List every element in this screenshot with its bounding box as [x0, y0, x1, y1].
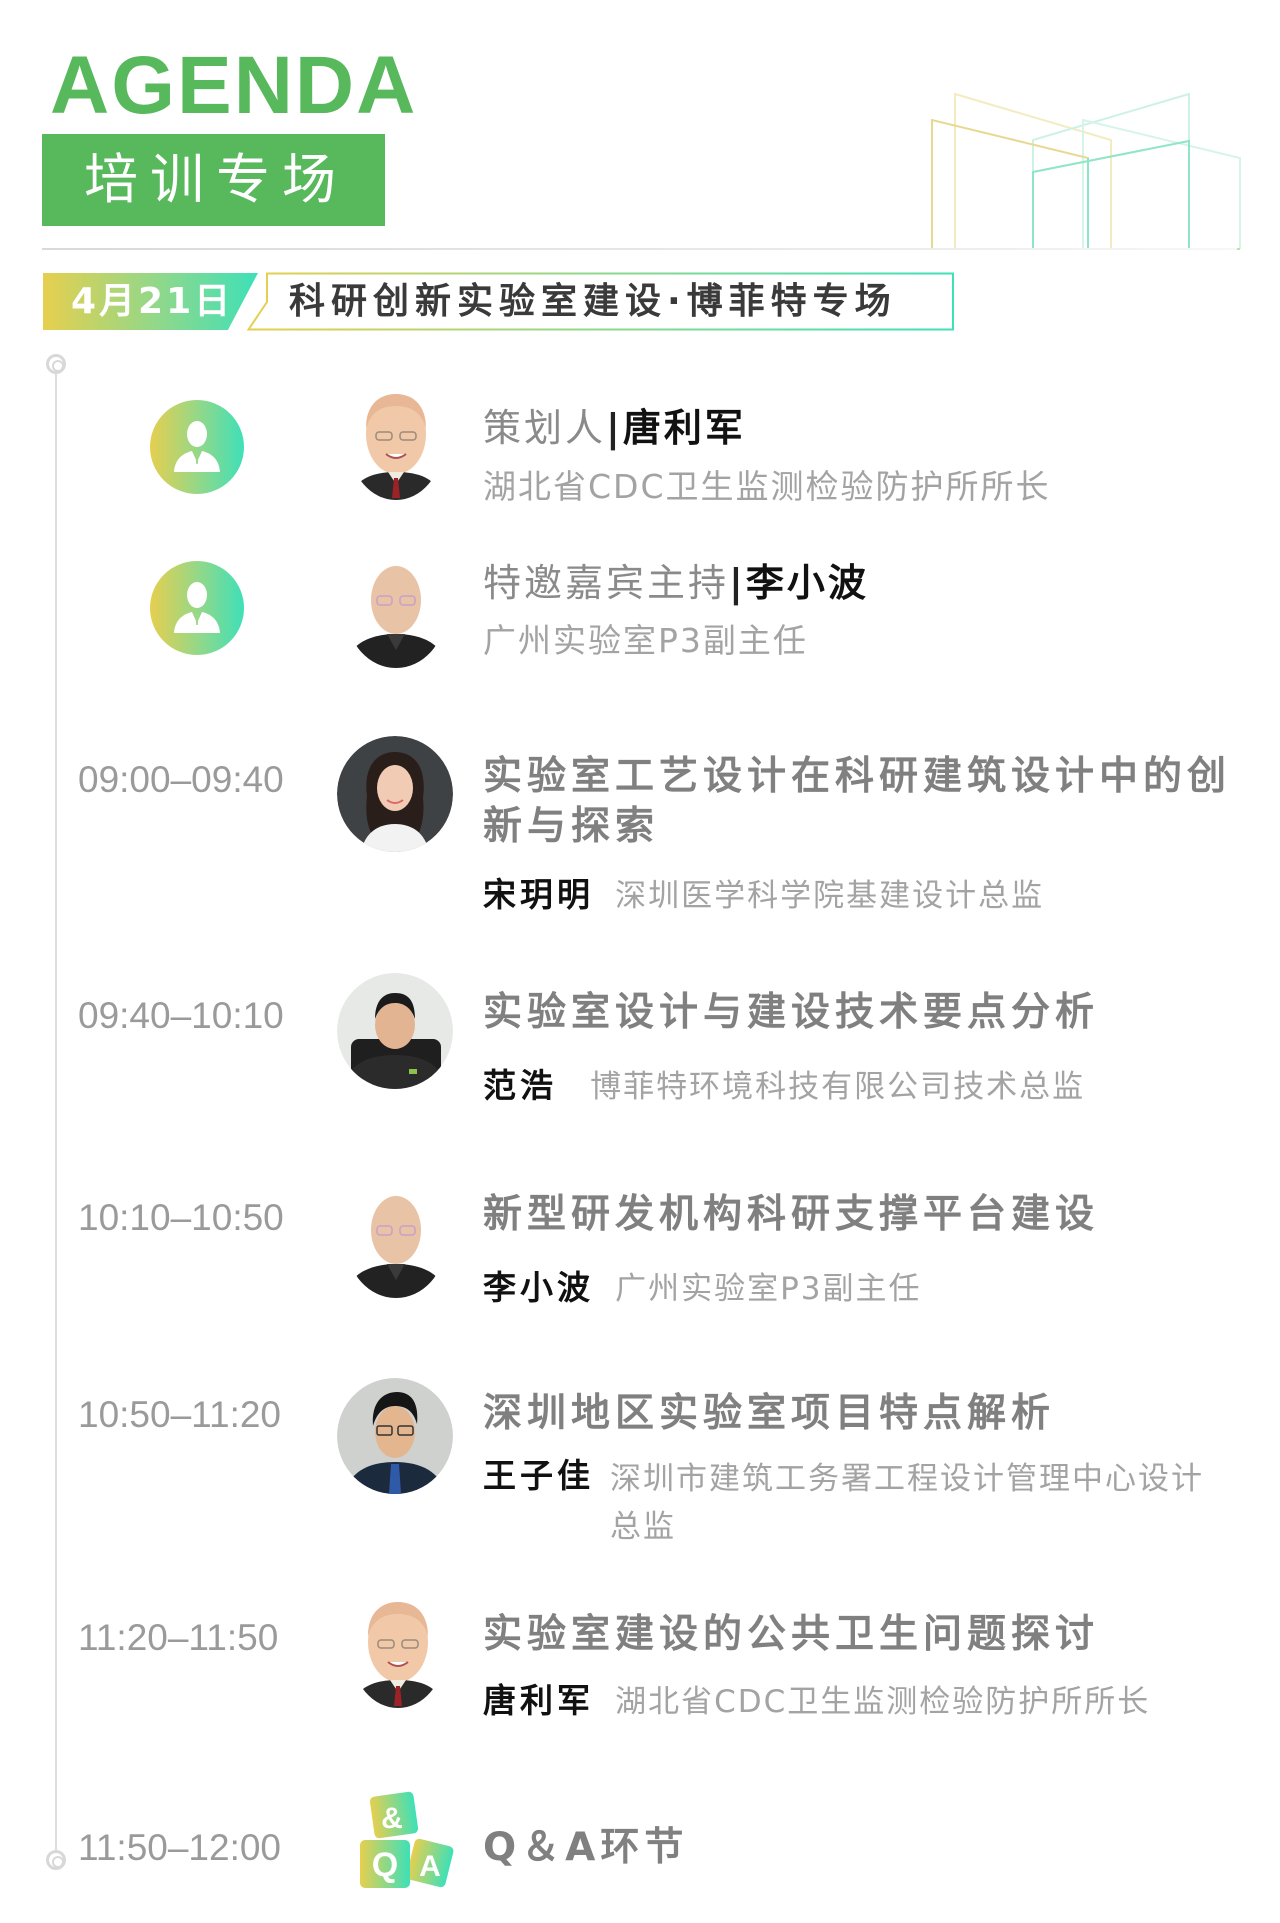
avatar-wang-zijia [337, 1378, 453, 1494]
timeline-line [55, 374, 57, 1850]
avatar-tang-lijun [352, 1602, 444, 1708]
session-time: 11:50–12:00 [78, 1827, 282, 1868]
timeline-end-marker-icon [46, 1850, 66, 1870]
building-outline-icon [931, 92, 1241, 250]
session-time: 11:20–11:50 [78, 1617, 279, 1658]
host-position: 湖北省CDC卫生监测检验防护所所长 [483, 467, 1051, 506]
svg-text:Q: Q [372, 1846, 398, 1884]
host-role-line: 策划人|唐利军 [483, 405, 746, 451]
avatar-li-xiaobo [347, 566, 445, 668]
session-topic: 实验室设计与建设技术要点分析 [483, 990, 1100, 1035]
speaker-line: 宋玥明 深圳医学科学院基建设计总监 [483, 872, 1263, 920]
avatar-tang-lijun [350, 394, 442, 500]
speaker-org: 湖北省CDC卫生监测检验防护所所长 [615, 1684, 1151, 1720]
session-topic: 实验室建设的公共卫生问题探讨 [483, 1612, 1100, 1657]
speaker-org: 博菲特环境科技有限公司技术总监 [590, 1069, 1086, 1105]
avatar-fan-hao [337, 973, 453, 1089]
host-role: 特邀嘉宾主持 [483, 561, 730, 605]
svg-text:&: & [381, 1802, 403, 1835]
banner-label: 培训专场 [84, 148, 348, 211]
timeline-start-marker-icon [46, 354, 66, 374]
session-title: 科研创新实验室建设·博菲特专场 [289, 281, 897, 322]
agenda-heading: AGENDA [50, 40, 418, 131]
session-time: 10:50–11:20 [78, 1394, 282, 1435]
session-topic: 新型研发机构科研支撑平台建设 [483, 1192, 1100, 1237]
host-role-icon [150, 561, 244, 655]
session-time: 09:00–09:40 [78, 759, 284, 800]
date-badge: 4月21日 [43, 273, 258, 330]
speaker-line: 王子佳 深圳市建筑工务署工程设计管理中心设计总监 [483, 1455, 1263, 1551]
speaker-org: 深圳医学科学院基建设计总监 [615, 878, 1045, 914]
speaker-org: 广州实验室P3副主任 [615, 1271, 922, 1307]
speaker-name: 宋玥明 [483, 875, 594, 914]
avatar-li-xiaobo [347, 1196, 445, 1298]
training-session-banner: 培训专场 [42, 134, 385, 226]
host-role-line: 特邀嘉宾主持|李小波 [483, 560, 869, 606]
person-icon [174, 582, 220, 633]
person-icon [174, 421, 220, 472]
speaker-name: 王子佳 [483, 1456, 594, 1495]
speaker-org: 深圳市建筑工务署工程设计管理中心设计总监 [610, 1461, 1204, 1545]
title-box-frame [247, 272, 954, 331]
speaker-line: 唐利军 湖北省CDC卫生监测检验防护所所长 [483, 1678, 1273, 1726]
session-time: 10:10–10:50 [78, 1197, 284, 1238]
host-role: 策划人 [483, 406, 607, 450]
speaker-line: 李小波 广州实验室P3副主任 [483, 1265, 1263, 1313]
qa-blocks-icon: & A Q [360, 1791, 454, 1888]
speaker-name: 李小波 [483, 1268, 594, 1307]
session-topic: 实验室工艺设计在科研建筑设计中的创新与探索 [483, 754, 1232, 849]
host-name: 李小波 [745, 561, 869, 605]
separator: | [729, 561, 746, 605]
host-name: 唐利军 [622, 406, 746, 450]
session-title-box: 科研创新实验室建设·博菲特专场 [247, 272, 955, 331]
host-role-icon [150, 400, 244, 494]
session-topic: 深圳地区实验室项目特点解析 [483, 1391, 1056, 1436]
separator: | [606, 406, 623, 450]
qa-session-label: Q＆A环节 [483, 1825, 689, 1870]
speaker-name: 唐利军 [483, 1681, 594, 1720]
svg-text:A: A [419, 1850, 441, 1883]
host-position: 广州实验室P3副主任 [483, 621, 808, 660]
avatar-song-yueming [337, 736, 453, 852]
session-time: 09:40–10:10 [78, 995, 284, 1036]
speaker-line: 范浩 博菲特环境科技有限公司技术总监 [483, 1063, 1263, 1111]
date-label: 4月21日 [71, 281, 234, 322]
header-divider [42, 248, 1237, 250]
speaker-name: 范浩 [483, 1066, 557, 1105]
